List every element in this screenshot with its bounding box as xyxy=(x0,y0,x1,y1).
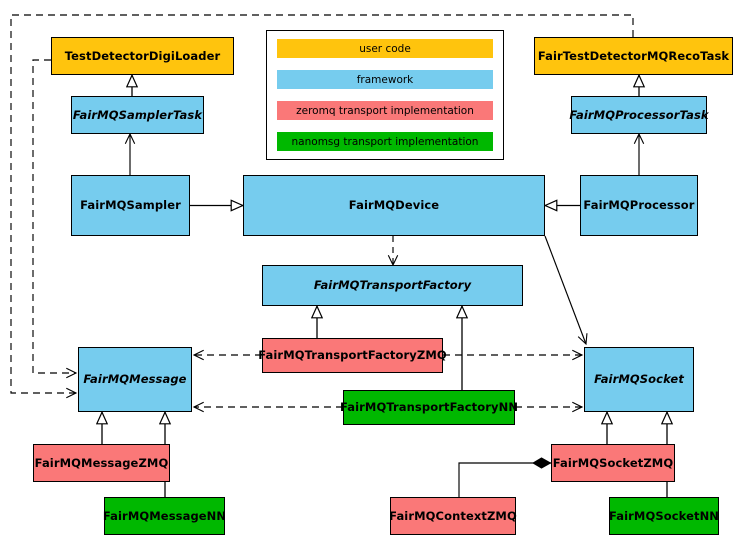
legend-item-framework: framework xyxy=(277,70,493,89)
class-node-testdetectordigiloader[interactable]: TestDetectorDigiLoader xyxy=(51,37,234,75)
edge-device-socket xyxy=(544,235,588,346)
class-node-fairmqprocessor[interactable]: FairMQProcessor xyxy=(580,175,698,236)
class-node-fairmqprocessortask[interactable]: FairMQProcessorTask xyxy=(569,96,709,134)
edge-digiloader-message xyxy=(32,59,78,379)
class-node-fairmqsampler[interactable]: FairMQSampler xyxy=(71,175,190,236)
legend-item-user-code: user code xyxy=(277,39,493,58)
class-node-fairmqcontextzmq[interactable]: FairMQContextZMQ xyxy=(389,497,517,535)
class-node-fairtestdetectormqrecotask[interactable]: FairTestDetectorMQRecoTask xyxy=(534,37,733,75)
edge-contextzmq-socketzmq xyxy=(458,457,552,497)
class-node-fairmqdevice[interactable]: FairMQDevice xyxy=(243,175,545,236)
class-node-fairmqsocketzmq[interactable]: FairMQSocketZMQ xyxy=(551,444,675,482)
legend-item-nanomsg: nanomsg transport implementation xyxy=(277,132,493,151)
class-node-fairmqtransportfactorynn[interactable]: FairMQTransportFactoryNN xyxy=(340,390,518,425)
class-node-fairmqsamplertask[interactable]: FairMQSamplerTask xyxy=(71,96,204,134)
class-node-fairmqmessagezmq[interactable]: FairMQMessageZMQ xyxy=(33,444,170,482)
class-node-fairmqtransportfactory[interactable]: FairMQTransportFactory xyxy=(262,265,523,306)
legend-panel: user code framework zeromq transport imp… xyxy=(266,30,504,160)
legend-item-zeromq: zeromq transport implementation xyxy=(277,101,493,120)
class-node-fairmqmessage[interactable]: FairMQMessage xyxy=(78,347,192,412)
class-node-fairmqmessagenn[interactable]: FairMQMessageNN xyxy=(103,497,226,535)
class-node-fairmqtransportfactoryzmq[interactable]: FairMQTransportFactoryZMQ xyxy=(258,338,447,373)
class-node-fairmqsocketnn[interactable]: FairMQSocketNN xyxy=(609,497,719,535)
edge-recotask-message xyxy=(10,14,634,399)
class-node-fairmqsocket[interactable]: FairMQSocket xyxy=(584,347,694,412)
